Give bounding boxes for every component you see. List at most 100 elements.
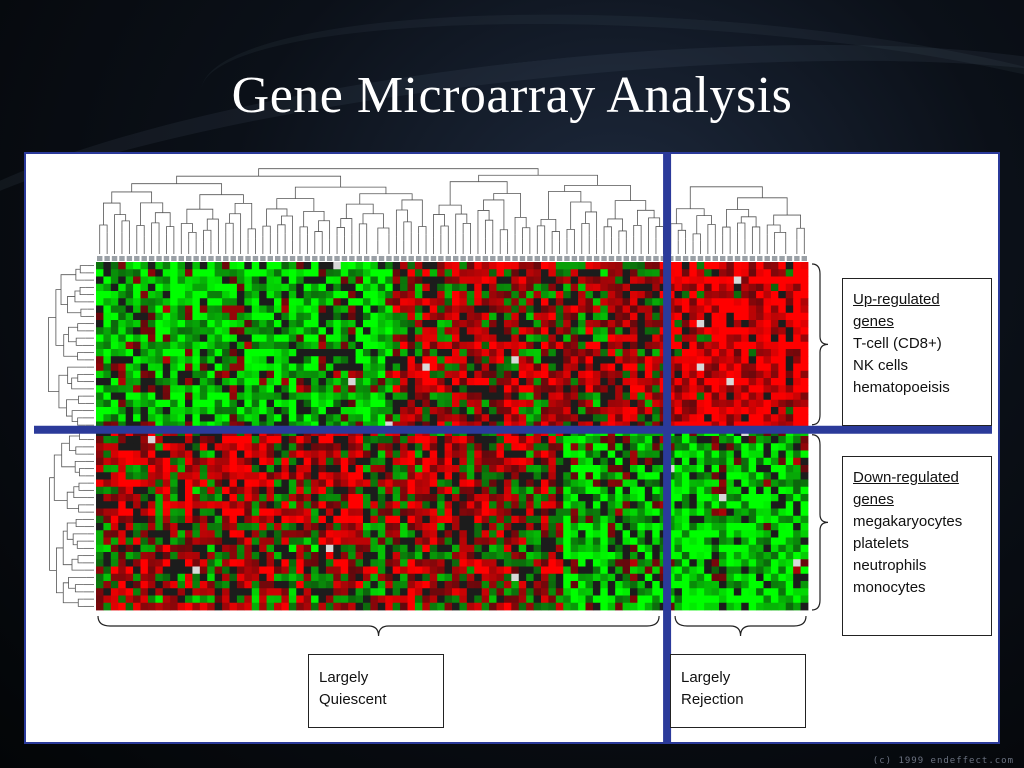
heatmap-cell bbox=[162, 566, 171, 575]
heatmap-cell bbox=[630, 283, 638, 292]
heatmap-cell bbox=[414, 327, 423, 335]
heatmap-cell bbox=[274, 465, 282, 473]
heatmap-cell bbox=[763, 450, 772, 459]
heatmap-cell bbox=[541, 370, 549, 379]
heatmap-cell bbox=[570, 450, 579, 459]
heatmap-cell bbox=[318, 552, 327, 560]
column-label-tick bbox=[245, 256, 251, 261]
heatmap-cell bbox=[118, 407, 127, 415]
heatmap-cell bbox=[533, 363, 542, 372]
heatmap-cell bbox=[377, 276, 386, 285]
heatmap-cell bbox=[770, 407, 779, 415]
heatmap-cell bbox=[622, 320, 631, 328]
heatmap-cell bbox=[318, 356, 327, 364]
heatmap-cell bbox=[652, 588, 661, 596]
heatmap-cell bbox=[756, 407, 764, 415]
heatmap-cell bbox=[793, 276, 801, 285]
heatmap-cell bbox=[222, 486, 230, 495]
heatmap-cell bbox=[563, 414, 572, 422]
heatmap-cell bbox=[437, 602, 445, 611]
heatmap-cell bbox=[503, 370, 512, 379]
heatmap-cell bbox=[652, 544, 661, 553]
row-dendrogram bbox=[48, 265, 94, 607]
heatmap-cell bbox=[785, 312, 794, 321]
heatmap-cell bbox=[756, 414, 764, 422]
heatmap-cell bbox=[518, 602, 527, 611]
heatmap-cell bbox=[652, 291, 661, 299]
heatmap-cell bbox=[585, 312, 594, 321]
dendrogram-branch bbox=[77, 352, 85, 361]
heatmap-cell bbox=[296, 370, 305, 379]
heatmap-cell bbox=[192, 508, 201, 517]
heatmap-cell bbox=[681, 334, 690, 343]
heatmap-cell bbox=[303, 479, 312, 488]
heatmap-cell bbox=[444, 334, 453, 343]
heatmap-cell bbox=[548, 559, 557, 567]
heatmap-cell bbox=[110, 320, 119, 328]
heatmap-cell bbox=[756, 269, 764, 277]
heatmap-cell bbox=[251, 370, 260, 379]
heatmap-cell bbox=[704, 508, 712, 517]
column-label-tick bbox=[490, 256, 496, 261]
heatmap-cell bbox=[266, 407, 275, 415]
heatmap-cell bbox=[177, 486, 186, 495]
heatmap-cell bbox=[140, 436, 149, 444]
heatmap-cell bbox=[592, 269, 601, 277]
heatmap-cell bbox=[259, 544, 267, 553]
heatmap-cell bbox=[563, 515, 572, 524]
heatmap-cell bbox=[496, 385, 505, 393]
heatmap-cell bbox=[607, 581, 616, 589]
heatmap-cell bbox=[696, 305, 705, 314]
heatmap-cell bbox=[170, 472, 178, 480]
heatmap-cell bbox=[785, 581, 794, 589]
heatmap-cell bbox=[437, 327, 445, 335]
heatmap-cell bbox=[496, 305, 505, 314]
heatmap-cell bbox=[711, 494, 720, 502]
heatmap-cell bbox=[296, 334, 305, 343]
heatmap-cell bbox=[251, 291, 260, 299]
heatmap-cell bbox=[429, 291, 438, 299]
heatmap-cell bbox=[518, 378, 527, 386]
heatmap-cell bbox=[511, 573, 520, 582]
heatmap-cell bbox=[578, 407, 586, 415]
heatmap-cell bbox=[414, 552, 423, 560]
column-label-tick bbox=[237, 256, 244, 261]
heatmap-cell bbox=[592, 407, 601, 415]
heatmap-cell bbox=[481, 283, 490, 292]
heatmap-cell bbox=[318, 363, 327, 372]
heatmap-cell bbox=[578, 508, 586, 517]
heatmap-cell bbox=[437, 298, 445, 306]
heatmap-cell bbox=[681, 262, 690, 270]
heatmap-cell bbox=[541, 566, 549, 575]
heatmap-cell bbox=[452, 501, 460, 509]
heatmap-cell bbox=[607, 443, 616, 451]
heatmap-cell bbox=[133, 276, 141, 285]
heatmap-cell bbox=[363, 269, 371, 277]
heatmap-cell bbox=[481, 399, 490, 408]
heatmap-cell bbox=[177, 349, 186, 357]
heatmap-cell bbox=[770, 291, 779, 299]
heatmap-cell bbox=[489, 341, 497, 350]
heatmap-cell bbox=[526, 457, 534, 466]
heatmap-cell bbox=[652, 276, 661, 285]
heatmap-cell bbox=[578, 399, 586, 408]
heatmap-cell bbox=[414, 472, 423, 480]
heatmap-cell bbox=[474, 312, 483, 321]
heatmap-cell bbox=[770, 414, 779, 422]
column-label-tick bbox=[720, 256, 726, 261]
heatmap-cell bbox=[644, 443, 653, 451]
heatmap-cell bbox=[459, 356, 468, 364]
heatmap-cell bbox=[689, 494, 698, 502]
heatmap-cell bbox=[548, 537, 557, 546]
heatmap-cell bbox=[763, 465, 772, 473]
heatmap-cell bbox=[578, 472, 586, 480]
heatmap-cell bbox=[251, 436, 260, 444]
heatmap-cell bbox=[511, 378, 520, 386]
heatmap-cell bbox=[800, 457, 809, 466]
heatmap-cell bbox=[311, 559, 319, 567]
heatmap-cell bbox=[570, 457, 579, 466]
heatmap-cell bbox=[318, 370, 327, 379]
heatmap-cell bbox=[637, 443, 646, 451]
heatmap-cell bbox=[251, 494, 260, 502]
heatmap-cell bbox=[466, 588, 475, 596]
